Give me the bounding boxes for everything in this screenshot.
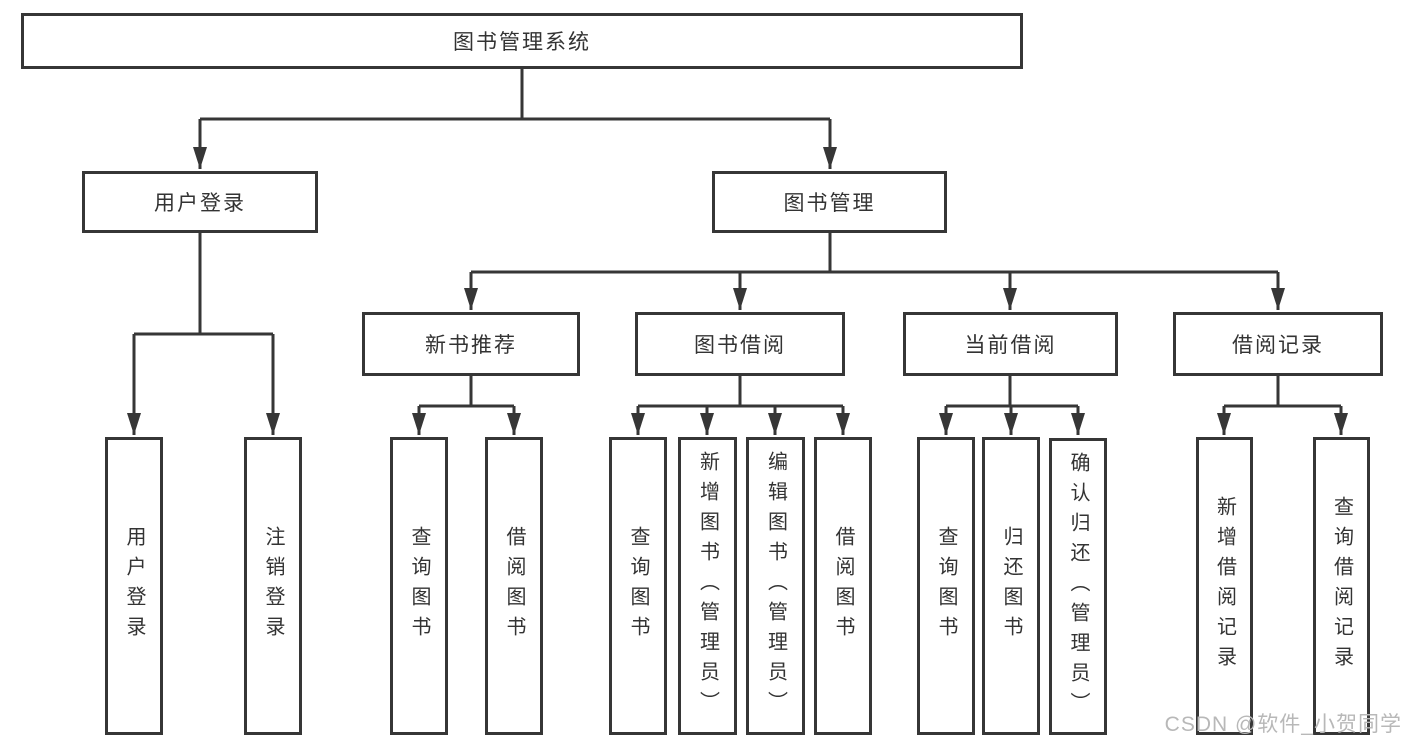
node-current-borrowing-label: 当前借阅 — [964, 334, 1057, 357]
node-library-system: 图书管理系统 — [21, 13, 1023, 69]
watermark: CSDN @软件_小贺同学 — [1164, 713, 1402, 736]
leaf-current-return-books: 归还图书 — [982, 437, 1040, 735]
leaf-newbook-query-books: 查询图书 — [390, 437, 448, 735]
leaf-borrow-edit-books-admin: 编辑图书（管理员） — [746, 437, 805, 735]
node-new-book-recommendation: 新书推荐 — [362, 312, 580, 376]
leaf-newbook-borrow-books: 借阅图书 — [485, 437, 543, 735]
node-current-borrowing: 当前借阅 — [903, 312, 1118, 376]
leaf-current-confirm-return-admin: 确认归还（管理员） — [1049, 438, 1107, 735]
node-new-book-recommendation-label: 新书推荐 — [425, 334, 517, 357]
node-borrowing-records: 借阅记录 — [1173, 312, 1383, 376]
leaf-borrow-borrow-books: 借阅图书 — [814, 437, 872, 735]
node-user-login: 用户登录 — [82, 171, 318, 233]
node-borrowing-records-label: 借阅记录 — [1232, 334, 1324, 357]
leaf-borrow-query-books: 查询图书 — [609, 437, 667, 735]
node-book-borrowing-label: 图书借阅 — [694, 334, 786, 357]
node-library-system-label: 图书管理系统 — [453, 31, 591, 54]
leaf-borrow-add-books-admin: 新增图书（管理员） — [678, 437, 737, 735]
node-book-management-label: 图书管理 — [783, 192, 876, 215]
node-user-login-label: 用户登录 — [154, 192, 246, 215]
node-book-management: 图书管理 — [712, 171, 947, 233]
leaf-records-query-record: 查询借阅记录 — [1313, 437, 1370, 735]
leaf-records-add-record: 新增借阅记录 — [1196, 437, 1253, 735]
leaf-current-query-books: 查询图书 — [917, 437, 975, 735]
leaf-user-login: 用户登录 — [105, 437, 163, 735]
leaf-logout: 注销登录 — [244, 437, 302, 735]
node-book-borrowing: 图书借阅 — [635, 312, 845, 376]
